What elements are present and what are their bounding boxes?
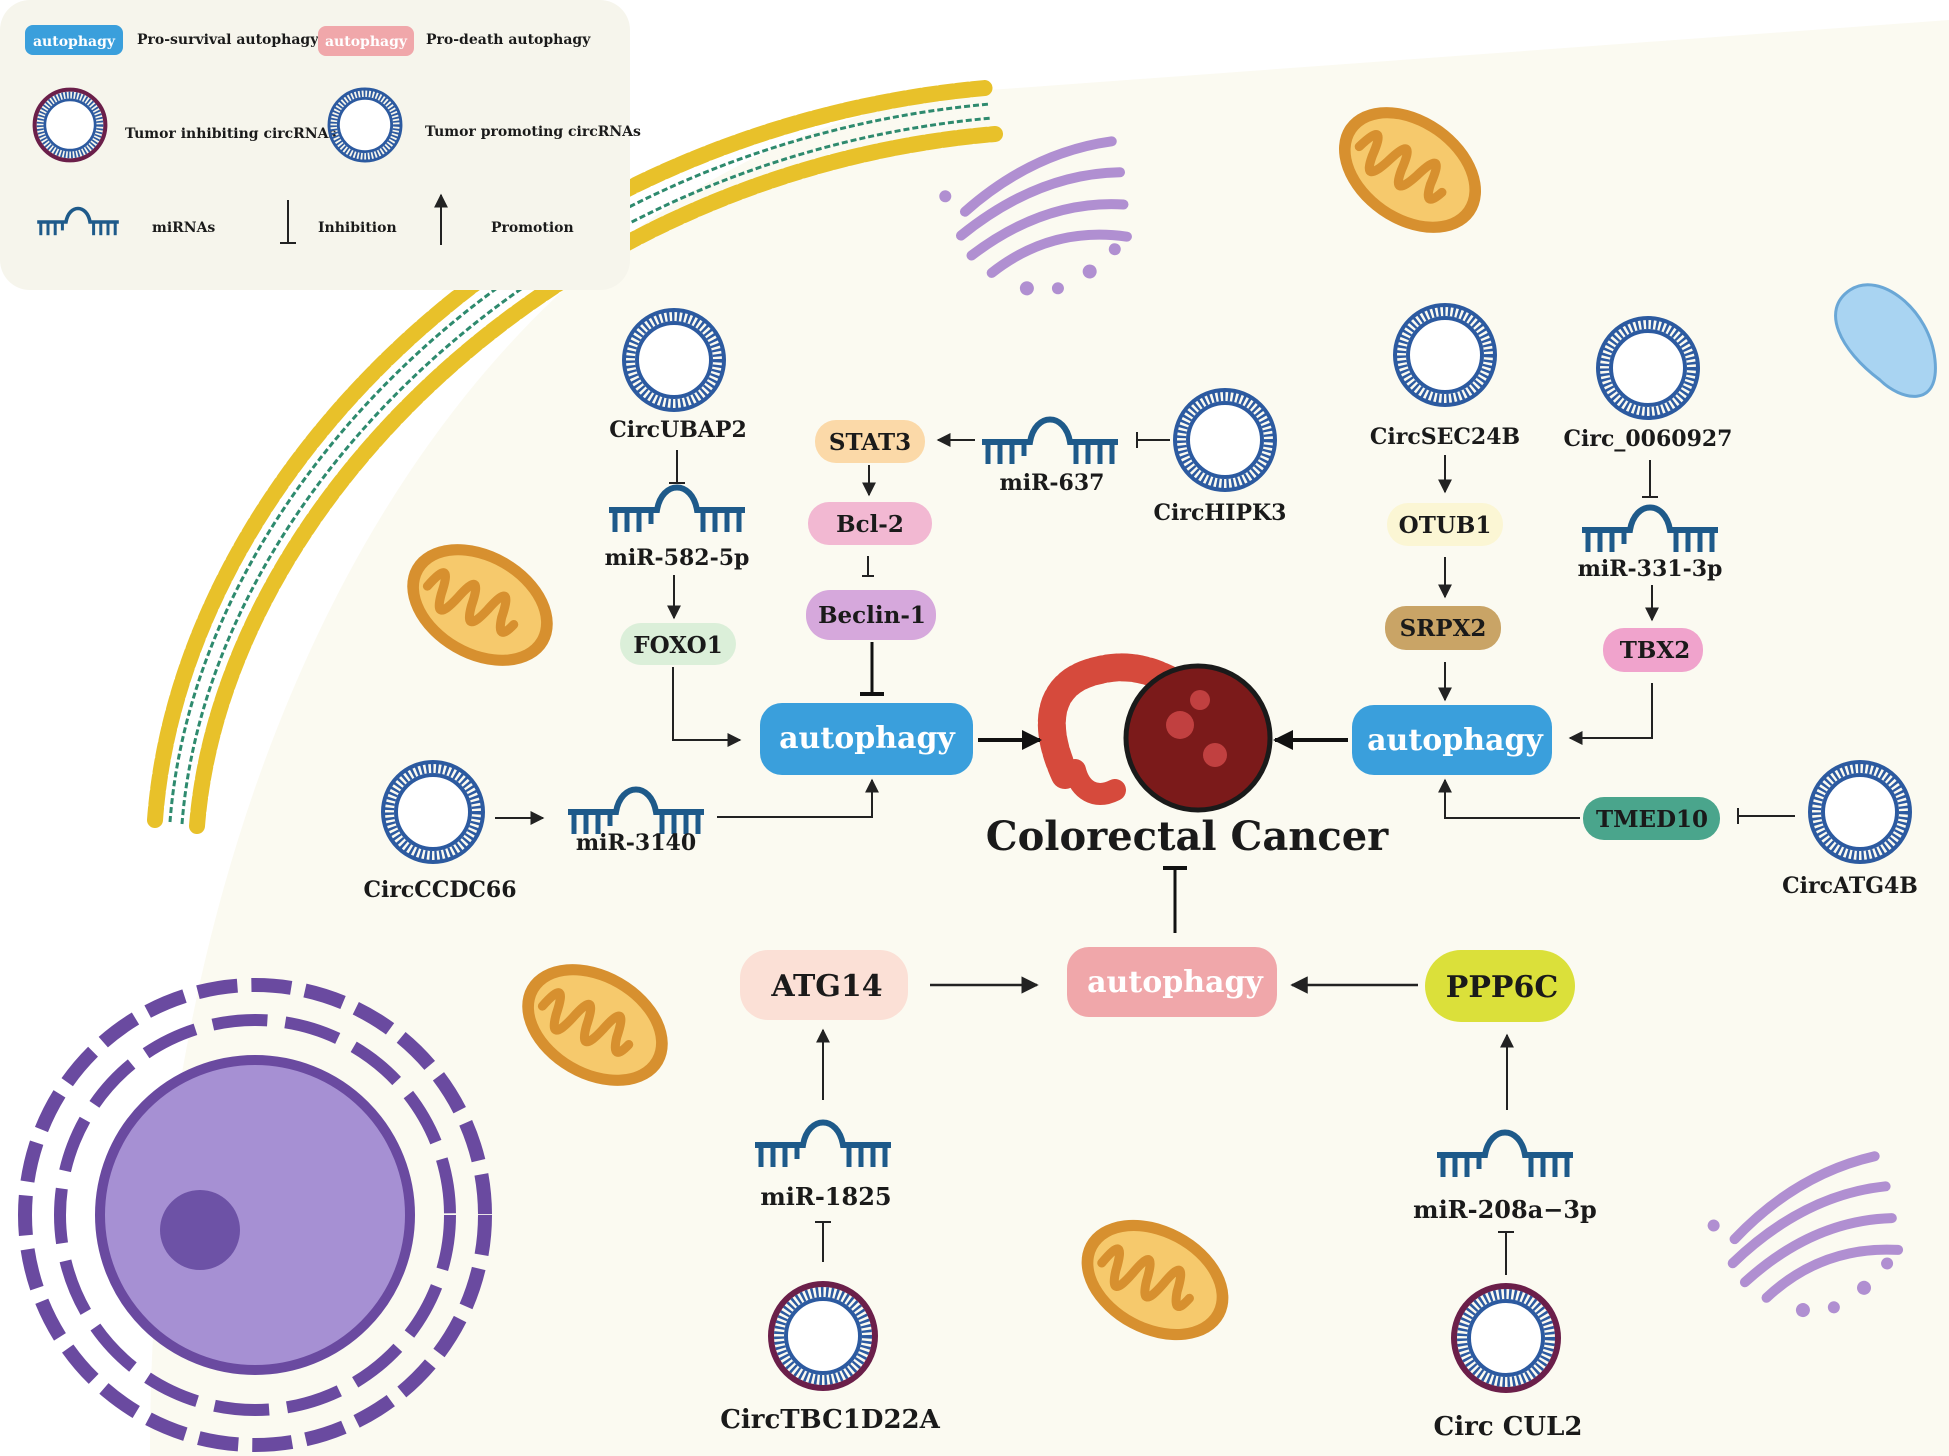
circcul2-label: Circ CUL2 bbox=[1434, 1412, 1583, 1442]
circatg4b-label: CircATG4B bbox=[1782, 873, 1918, 899]
legend-promotion-text: Promotion bbox=[491, 220, 574, 236]
circtbc1d22a-circrna-icon bbox=[771, 1284, 875, 1388]
foxo1-label: FOXO1 bbox=[633, 632, 722, 659]
autophagy-left-pro-survival bbox=[760, 703, 973, 775]
circccdc66-label: CircCCDC66 bbox=[363, 877, 516, 903]
colorectal-cancer-title: Colorectal Cancer bbox=[986, 813, 1389, 860]
legend-pro-survival-badge-label: autophagy bbox=[33, 34, 116, 50]
circsec24b-circrna-icon bbox=[1395, 305, 1495, 405]
autophagy-right-label: autophagy bbox=[1367, 723, 1544, 758]
atg14-node bbox=[740, 950, 908, 1020]
legend-tumor-promoting-icon bbox=[329, 89, 401, 161]
beclin1-node bbox=[806, 590, 936, 640]
legend-inhibition-icon bbox=[280, 200, 296, 244]
legend-tumor-inhibiting-icon bbox=[35, 90, 106, 161]
autophagy-bottom-label: autophagy bbox=[1087, 965, 1264, 1000]
legend-pro-death-text: Pro-death autophagy bbox=[426, 32, 591, 48]
circccdc66-circrna-icon bbox=[383, 762, 483, 862]
legend-tumor-inhibiting-text: Tumor inhibiting circRNAs bbox=[125, 126, 336, 142]
tmed10-label: TMED10 bbox=[1596, 806, 1708, 833]
colon-illustration bbox=[1037, 653, 1273, 813]
mir-331-label: miR-331-3p bbox=[1578, 556, 1723, 582]
legend-pro-survival-badge bbox=[25, 25, 123, 55]
circ-0060927-circrna-icon bbox=[1598, 318, 1698, 418]
tbx2-label: TBX2 bbox=[1620, 637, 1690, 664]
mir-208a-label: miR-208a−3p bbox=[1413, 1195, 1597, 1224]
srpx2-node bbox=[1385, 606, 1501, 650]
legend-pro-survival-text: Pro-survival autophagy bbox=[137, 32, 319, 48]
autophagy-right-pro-survival bbox=[1352, 705, 1552, 775]
circubap2-label: CircUBAP2 bbox=[609, 417, 747, 443]
nucleus-icon bbox=[18, 978, 492, 1452]
mir-1825-label: miR-1825 bbox=[760, 1182, 891, 1211]
autophagy-left-label: autophagy bbox=[779, 721, 956, 756]
legend-inhibition-text: Inhibition bbox=[318, 220, 397, 236]
stat3-label: STAT3 bbox=[829, 429, 911, 456]
ppp6c-node bbox=[1425, 950, 1575, 1022]
foxo1-node bbox=[620, 623, 736, 665]
mir-3140-label: miR-3140 bbox=[576, 830, 696, 856]
circubap2-circrna-icon bbox=[624, 310, 724, 410]
legend-pro-death-badge-label: autophagy bbox=[325, 34, 408, 50]
stat3-node bbox=[815, 420, 925, 463]
circsec24b-label: CircSEC24B bbox=[1370, 424, 1520, 450]
mir-637-label: miR-637 bbox=[1000, 470, 1105, 496]
legend-tumor-promoting-text: Tumor promoting circRNAs bbox=[425, 124, 641, 140]
circtbc1d22a-label: CircTBC1D22A bbox=[720, 1405, 940, 1435]
vesicle-icon bbox=[1834, 283, 1937, 398]
tmed10-node bbox=[1583, 797, 1720, 840]
circ-0060927-label: Circ_0060927 bbox=[1563, 426, 1732, 452]
tbx2-node bbox=[1603, 628, 1703, 672]
ppp6c-label: PPP6C bbox=[1446, 970, 1558, 1005]
legend-mirnas-text: miRNAs bbox=[152, 220, 215, 236]
circatg4b-circrna-icon bbox=[1810, 762, 1910, 862]
circhipk3-label: CircHIPK3 bbox=[1154, 500, 1287, 526]
otub1-node bbox=[1387, 503, 1503, 546]
bcl2-node bbox=[808, 502, 932, 545]
otub1-label: OTUB1 bbox=[1399, 512, 1492, 539]
mir-582-label: miR-582-5p bbox=[605, 545, 750, 571]
circcul2-circrna-icon bbox=[1454, 1286, 1558, 1390]
circhipk3-circrna-icon bbox=[1175, 390, 1275, 490]
atg14-label: ATG14 bbox=[770, 969, 882, 1004]
legend-pro-death-badge bbox=[318, 26, 414, 56]
srpx2-label: SRPX2 bbox=[1400, 615, 1487, 642]
legend: autophagy Pro-survival autophagy autopha… bbox=[0, 0, 641, 290]
bcl2-label: Bcl-2 bbox=[836, 511, 904, 538]
autophagy-bottom-pro-death bbox=[1067, 947, 1277, 1017]
beclin1-label: Beclin-1 bbox=[818, 602, 926, 629]
